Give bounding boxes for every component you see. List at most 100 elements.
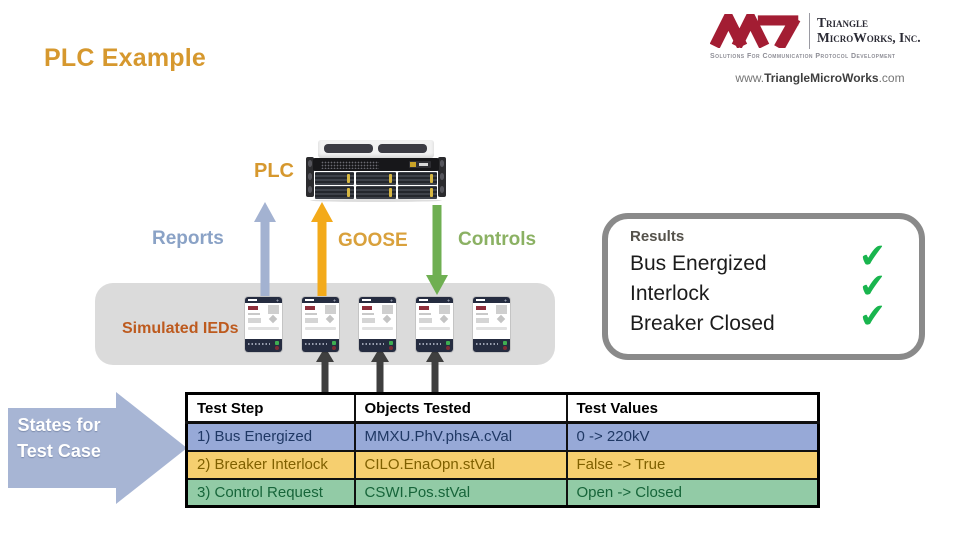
ied-device-card <box>473 297 510 352</box>
page-title: PLC Example <box>44 44 206 72</box>
ied-red-led <box>389 346 393 350</box>
ied-card-detail <box>305 327 336 330</box>
goose-label: GOOSE <box>338 230 408 251</box>
company-logo: Triangle MicroWorks, Inc. Solutions For … <box>710 13 930 85</box>
ied-card-detail <box>419 327 450 330</box>
ied-card-detail <box>362 327 393 330</box>
plc-rack-ear-right <box>438 157 446 197</box>
ied-card-detail <box>476 305 491 324</box>
ied-card-detail <box>439 314 449 324</box>
company-name: Triangle MicroWorks, Inc. <box>817 16 921 45</box>
results-items: Bus Energized Interlock Breaker Closed <box>630 249 775 339</box>
ied-card-detail <box>248 327 279 330</box>
ied-card-detail <box>325 305 336 314</box>
goose-arrow-up-icon <box>311 202 333 296</box>
company-website: www.TriangleMicroWorks.com <box>710 71 930 85</box>
reports-arrow-up-icon <box>254 202 276 296</box>
ied-card-detail <box>419 305 434 324</box>
ied-card-header <box>302 297 339 303</box>
cell-step: 3) Control Request <box>185 477 356 508</box>
plc-rack-ear-left <box>306 157 314 197</box>
ied-red-led <box>275 346 279 350</box>
ied-card-detail <box>325 314 335 324</box>
ied-device-card <box>359 297 396 352</box>
plc-shadow <box>310 199 442 202</box>
table-row: 3) Control Request CSWI.Pos.stVal Open -… <box>185 477 820 508</box>
ied-card-header <box>245 297 282 303</box>
ied-card-detail <box>248 305 263 324</box>
ied-card-detail <box>268 305 279 314</box>
ied-card-detail <box>496 314 506 324</box>
ied-device-row <box>245 297 510 352</box>
reports-label: Reports <box>152 228 224 249</box>
ied-card-footer <box>473 339 510 352</box>
cell-step: 1) Bus Energized <box>185 421 356 452</box>
ied-device-card <box>416 297 453 352</box>
website-suffix: .com <box>878 71 905 85</box>
plc-label: PLC <box>254 160 294 182</box>
website-prefix: www. <box>735 71 765 85</box>
result-item: Bus Energized <box>630 252 767 275</box>
ied-card-body <box>359 303 396 325</box>
ied-red-led <box>503 346 507 350</box>
cell-values: 0 -> 220kV <box>565 421 820 452</box>
ied-red-led <box>332 346 336 350</box>
ied-card-detail <box>305 305 320 324</box>
cell-values: False -> True <box>565 449 820 480</box>
plc-drive-row <box>315 186 437 199</box>
ied-card-detail <box>419 343 441 345</box>
ied-card-detail <box>305 343 327 345</box>
plc-drive-bay <box>356 186 396 199</box>
ied-green-led <box>275 341 279 345</box>
plc-panel-label <box>409 161 431 168</box>
controls-label: Controls <box>458 229 537 250</box>
ied-card-body <box>245 303 282 325</box>
check-icon: ✔ <box>858 296 889 335</box>
ied-card-detail <box>382 305 393 314</box>
states-arrow-text: States for Test Case <box>5 412 113 464</box>
ied-red-led <box>446 346 450 350</box>
plc-drive-bay <box>315 172 355 185</box>
states-arrow-icon <box>8 392 187 504</box>
ied-card-detail <box>476 327 507 330</box>
ied-card-footer <box>359 339 396 352</box>
test-steps-table: Test Step Objects Tested Test Values 1) … <box>185 392 820 508</box>
cell-values: Open -> Closed <box>565 477 820 508</box>
ied-device-card <box>245 297 282 352</box>
result-item: Breaker Closed <box>630 312 775 335</box>
ied-green-led <box>446 341 450 345</box>
results-checks: ✔ ✔ ✔ <box>858 236 889 335</box>
ied-green-led <box>503 341 507 345</box>
cell-object: MMXU.PhV.phsA.cVal <box>353 421 568 452</box>
website-name: TriangleMicroWorks <box>764 71 879 85</box>
ied-card-body <box>416 303 453 325</box>
ied-card-detail <box>476 343 498 345</box>
col-header-test-values: Test Values <box>565 392 820 424</box>
plc-drive-bay <box>315 186 355 199</box>
table-row: 1) Bus Energized MMXU.PhV.phsA.cVal 0 ->… <box>185 421 820 452</box>
ied-card-body <box>473 303 510 325</box>
ied-card-detail <box>268 314 278 324</box>
logo-row: Triangle MicroWorks, Inc. <box>710 13 930 49</box>
plc-drive-bay <box>397 186 437 199</box>
ied-card-header <box>359 297 396 303</box>
ied-card-detail <box>248 343 270 345</box>
company-name-line2: MicroWorks, Inc. <box>817 30 921 45</box>
results-panel: Results Bus Energized Interlock Breaker … <box>602 213 925 360</box>
simulated-ieds-label: Simulated IEDs <box>122 320 239 337</box>
state-feed-arrow-icon <box>426 347 444 392</box>
state-feed-arrow-icon <box>316 347 334 392</box>
plc-vent-holes <box>321 161 379 169</box>
plc-drive-bay <box>397 172 437 185</box>
plc-device-image <box>306 138 446 202</box>
col-header-objects-tested: Objects Tested <box>353 392 568 424</box>
ied-card-header <box>416 297 453 303</box>
ied-card-detail <box>362 305 377 324</box>
company-tagline: Solutions For Communication Protocol Dev… <box>710 53 896 60</box>
controls-arrow-down-icon <box>426 205 448 295</box>
ied-card-detail <box>439 305 450 314</box>
triangle-microworks-logo-icon <box>710 14 801 48</box>
ied-card-footer <box>416 339 453 352</box>
ied-card-detail <box>382 314 392 324</box>
